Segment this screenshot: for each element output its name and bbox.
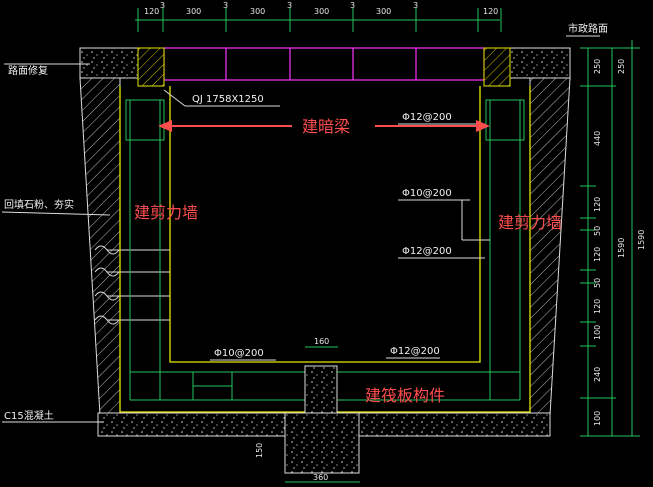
right-dim-4: 120 (593, 247, 602, 262)
right-dim-5: 50 (593, 278, 602, 288)
top-dim-6: 300 (314, 7, 329, 16)
right-top-block (483, 47, 511, 87)
city-road-label: 市政路面 (568, 22, 608, 35)
top-dim-0: 120 (144, 7, 159, 16)
right-dim-8: 240 (593, 367, 602, 382)
rebar-lines (125, 99, 525, 401)
cover-block-row (163, 47, 485, 81)
top-dim-3: 3 (223, 1, 228, 10)
qj-leader (163, 89, 186, 107)
right-dimension-chain (580, 40, 640, 437)
rebar-label-lr: Φ12@200 (402, 246, 452, 257)
beam-arrows (158, 120, 490, 132)
dim-360: 360 (313, 473, 328, 482)
hidden-beam-label: 建暗梁 (302, 117, 350, 136)
top-dim-9: 3 (413, 1, 418, 10)
right-total-0: 250 (617, 59, 626, 74)
qj-label: QJ 1758X1250 (192, 94, 264, 105)
right-backfill (529, 77, 571, 416)
right-dim-9: 100 (593, 411, 602, 426)
right-total-extra: 1590 (637, 230, 646, 250)
backfill-leader (1, 211, 111, 216)
right-total-1: 1590 (617, 238, 626, 258)
top-dim-7: 3 (350, 1, 355, 10)
left-top-block (137, 47, 165, 87)
right-dim-2: 120 (593, 197, 602, 212)
right-dim-6: 120 (593, 299, 602, 314)
top-dim-2: 300 (186, 7, 201, 16)
top-dim-10: 120 (483, 7, 498, 16)
top-dim-4: 300 (250, 7, 265, 16)
sump-lower (284, 412, 360, 474)
raft-member-label: 建筏板构件 (365, 386, 445, 405)
dim-160: 160 (314, 337, 329, 346)
rebar-label-mr: Φ10@200 (402, 188, 452, 199)
rebar-label-br: Φ12@200 (390, 346, 440, 357)
right-dim-7: 100 (593, 325, 602, 340)
c15-label: C15混凝土 (4, 409, 54, 422)
rebar-label-bl: Φ10@200 (214, 348, 264, 359)
rebar-label-tr: Φ12@200 (402, 112, 452, 123)
top-dim-1: 3 (160, 1, 165, 10)
backfill-label: 回填石粉、夯实 (4, 198, 74, 211)
top-dim-8: 300 (376, 7, 391, 16)
shear-wall-left-label: 建剪力墙 (134, 203, 198, 222)
right-dim-0: 250 (593, 59, 602, 74)
road-repair-label: 路面修复 (8, 64, 48, 77)
shear-wall-right-label: 建剪力墙 (498, 213, 562, 232)
top-dimension-line: 120 3 300 3 300 3 300 3 300 3 120 (135, 1, 502, 32)
right-dim-3: 50 (593, 226, 602, 236)
sump-upper (304, 365, 338, 415)
top-dim-5: 3 (287, 1, 292, 10)
right-dim-1: 440 (593, 131, 602, 146)
dim-150: 150 (255, 443, 264, 458)
